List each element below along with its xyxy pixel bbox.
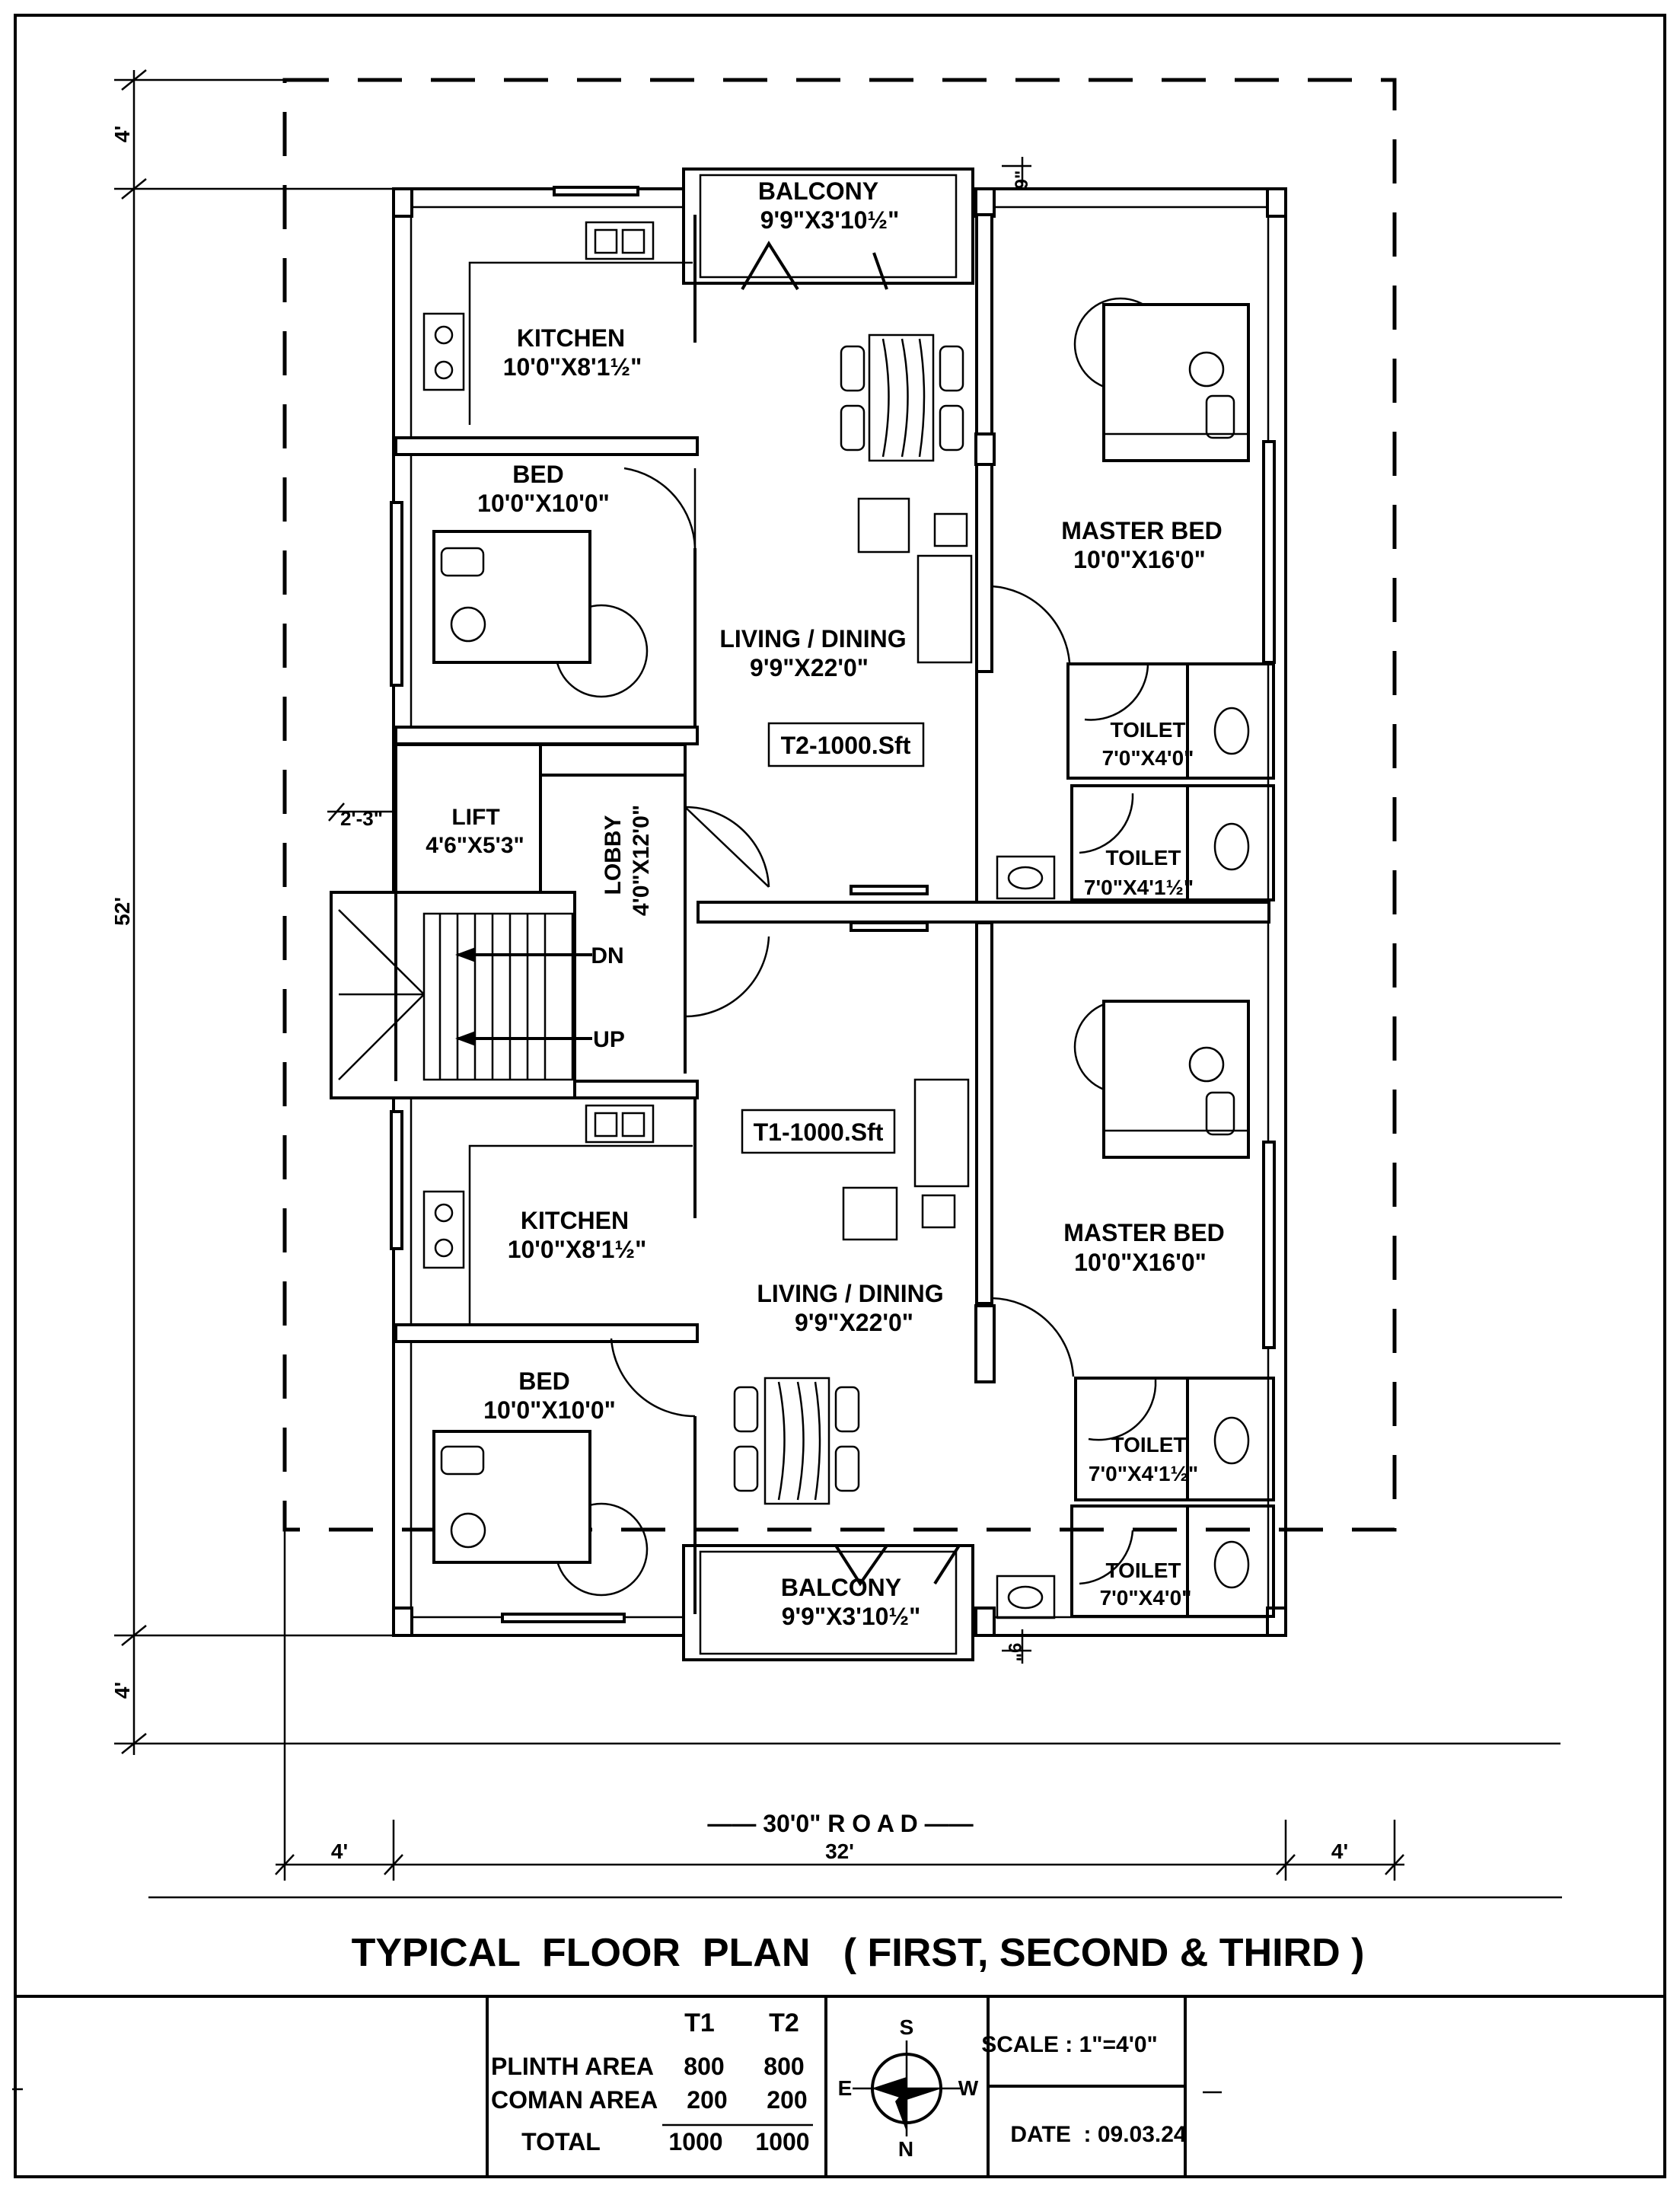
table-row-total-t2: 1000 <box>755 2128 809 2155</box>
size-toilet-b: 7'0"X4'1½" <box>1084 876 1194 899</box>
scale-label: SCALE : 1"=4'0" <box>981 2032 1158 2057</box>
label-kitchen-bot: KITCHEN <box>521 1207 629 1234</box>
table-col-t1: T1 <box>684 2009 715 2037</box>
size-balcony-top: 9'9"X3'10½" <box>760 206 900 234</box>
compass-n: N <box>898 2137 913 2161</box>
stair <box>338 909 592 1081</box>
size-master-bot: 10'0"X16'0" <box>1074 1249 1207 1276</box>
dim-setback-top: 4' <box>110 126 134 142</box>
table-row-coman-label: COMAN AREA <box>491 2086 658 2114</box>
drawing-title: TYPICAL FLOOR PLAN ( FIRST, SECOND & THI… <box>352 1931 1365 1975</box>
size-kitchen-bot: 10'0"X8'1½" <box>508 1236 647 1263</box>
table-row-total-label: TOTAL <box>521 2128 601 2155</box>
label-toilet-b: TOILET <box>1105 846 1181 869</box>
size-lobby: 4'0"X12'0" <box>629 805 654 916</box>
sheet-border <box>14 14 1666 2178</box>
compass-w: W <box>958 2076 979 2100</box>
label-master-top: MASTER BED <box>1061 517 1223 544</box>
label-bed-top: BED <box>512 461 564 488</box>
compass-s: S <box>900 2015 914 2039</box>
label-living-bot: LIVING / DINING <box>757 1280 943 1307</box>
dim-width-left: 4' <box>331 1839 348 1863</box>
doors <box>610 241 1157 1587</box>
table-row-total-t1: 1000 <box>668 2128 722 2155</box>
size-master-top: 10'0"X16'0" <box>1073 546 1206 573</box>
size-bed-bot: 10'0"X10'0" <box>483 1396 616 1424</box>
dim-balcony-offset-top: 9" <box>1012 171 1032 190</box>
dim-width-mid: 32' <box>825 1839 854 1863</box>
table-row-plinth-t2: 800 <box>763 2053 804 2080</box>
size-living-bot: 9'9"X22'0" <box>795 1309 913 1336</box>
dim-setback-bottom: 4' <box>110 1682 134 1699</box>
label-toilet-a: TOILET <box>1110 718 1185 742</box>
dim-depth: 52' <box>110 897 134 926</box>
size-kitchen-top: 10'0"X8'1½" <box>503 353 642 381</box>
label-lobby: LOBBY <box>601 815 626 895</box>
size-toilet-d: 7'0"X4'0" <box>1100 1586 1192 1610</box>
size-bed-top: 10'0"X10'0" <box>477 490 610 517</box>
label-balcony-bot: BALCONY <box>781 1574 901 1601</box>
unit-t1-box <box>741 1109 896 1154</box>
size-toilet-a: 7'0"X4'0" <box>1102 746 1194 770</box>
dim-lift-offset: 2'-3" <box>340 807 383 830</box>
label-balcony-top: BALCONY <box>758 177 878 205</box>
dimension-lines <box>114 69 1560 1881</box>
building-walls <box>330 168 1287 1661</box>
label-bed-bot: BED <box>518 1367 570 1395</box>
dim-balcony-offset-bottom: 9" <box>1004 1643 1025 1662</box>
label-lift: LIFT <box>451 805 499 830</box>
label-master-bot: MASTER BED <box>1063 1219 1225 1246</box>
label-unit-t1: T1-1000.Sft <box>754 1118 884 1146</box>
label-toilet-d: TOILET <box>1105 1559 1181 1582</box>
compass-e: E <box>838 2076 853 2100</box>
label-stair-dn: DN <box>591 943 623 968</box>
site-boundary <box>282 78 1397 1532</box>
label-kitchen-top: KITCHEN <box>517 324 625 352</box>
label-toilet-c: TOILET <box>1111 1433 1186 1457</box>
table-row-plinth-t1: 800 <box>684 2053 724 2080</box>
size-lift: 4'6"X5'3" <box>426 833 524 858</box>
label-living-top: LIVING / DINING <box>719 625 906 652</box>
road-label: —— 30'0" R O A D —— <box>707 1810 973 1837</box>
date-label: DATE : 09.03.24 <box>1010 2122 1187 2147</box>
label-unit-t2: T2-1000.Sft <box>781 732 911 759</box>
table-row-plinth-label: PLINTH AREA <box>491 2053 654 2080</box>
dim-width-right: 4' <box>1331 1839 1348 1863</box>
table-row-coman-t1: 200 <box>687 2086 727 2114</box>
unit-t2-box <box>767 722 925 767</box>
label-stair-up: UP <box>593 1027 625 1052</box>
table-row-coman-t2: 200 <box>767 2086 807 2114</box>
table-col-t2: T2 <box>769 2009 799 2037</box>
size-toilet-c: 7'0"X4'1½" <box>1089 1462 1198 1485</box>
north-arrow-icon <box>853 2040 961 2136</box>
title-block <box>15 1995 1665 2177</box>
size-balcony-bot: 9'9"X3'10½" <box>782 1603 921 1630</box>
furniture <box>422 221 1250 1619</box>
size-living-top: 9'9"X22'0" <box>750 654 869 681</box>
